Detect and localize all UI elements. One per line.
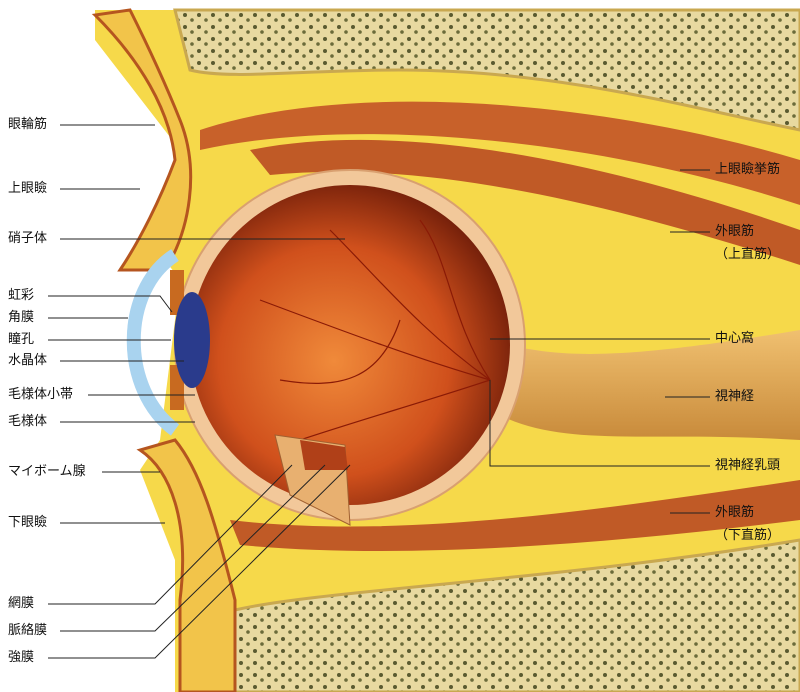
lens <box>174 292 210 388</box>
label-levator: 上眼瞼挙筋 <box>715 162 781 177</box>
label-ciliary-body: 毛様体 <box>8 414 48 429</box>
label-optic-nerve: 視神経 <box>715 389 755 404</box>
retinal-vessels <box>259 219 491 441</box>
label-iris: 虹彩 <box>8 288 35 303</box>
label-zonule: 毛様体小帯 <box>8 387 74 402</box>
label-sclera: 強膜 <box>8 650 35 665</box>
label-retina: 網膜 <box>8 596 35 611</box>
label-pupil: 瞳孔 <box>8 332 35 347</box>
levator-muscle <box>200 101 800 205</box>
cornea <box>126 249 180 436</box>
label-orbicularis: 眼輪筋 <box>8 117 48 132</box>
label-lower-eyelid: 下眼瞼 <box>8 515 48 530</box>
superior-rectus-muscle <box>250 139 800 265</box>
vitreous-body <box>190 185 510 505</box>
label-meibomian-gland: マイボーム腺 <box>8 464 86 479</box>
inferior-rectus-muscle <box>230 480 800 551</box>
label-upper-eyelid: 上眼瞼 <box>8 181 48 196</box>
label-choroid: 脈絡膜 <box>8 623 48 638</box>
label-inferior-rectus-sub: （下直筋） <box>715 528 781 543</box>
label-fovea: 中心窩 <box>715 331 755 346</box>
upper-eyelid <box>91 8 193 272</box>
label-cornea: 角膜 <box>8 310 35 325</box>
label-lens: 水晶体 <box>8 353 48 368</box>
label-optic-disc: 視神経乳頭 <box>715 458 781 473</box>
lower-orbital-bone <box>233 538 800 692</box>
label-vitreous: 硝子体 <box>8 231 48 246</box>
label-inferior-rectus: 外眼筋 <box>715 505 755 520</box>
label-superior-rectus-sub: （上直筋） <box>715 247 781 262</box>
label-superior-rectus: 外眼筋 <box>715 224 755 239</box>
optic-nerve <box>490 330 800 440</box>
upper-orbital-bone <box>173 8 800 132</box>
lower-eyelid <box>136 438 237 692</box>
